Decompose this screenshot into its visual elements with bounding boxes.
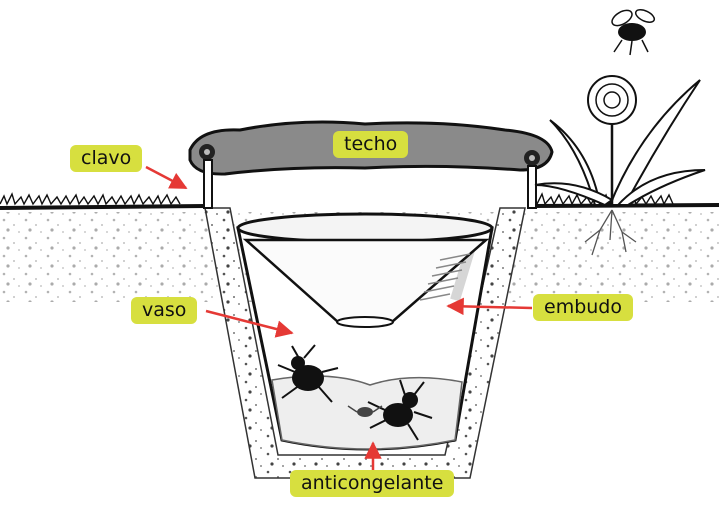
label-vaso: vaso [131,297,197,324]
label-techo: techo [333,131,408,158]
label-embudo: embudo [533,294,633,321]
fly-icon [609,7,656,55]
label-anticongelante: anticongelante [290,470,454,497]
clavo-arrow [146,167,186,188]
label-clavo: clavo [70,145,142,172]
